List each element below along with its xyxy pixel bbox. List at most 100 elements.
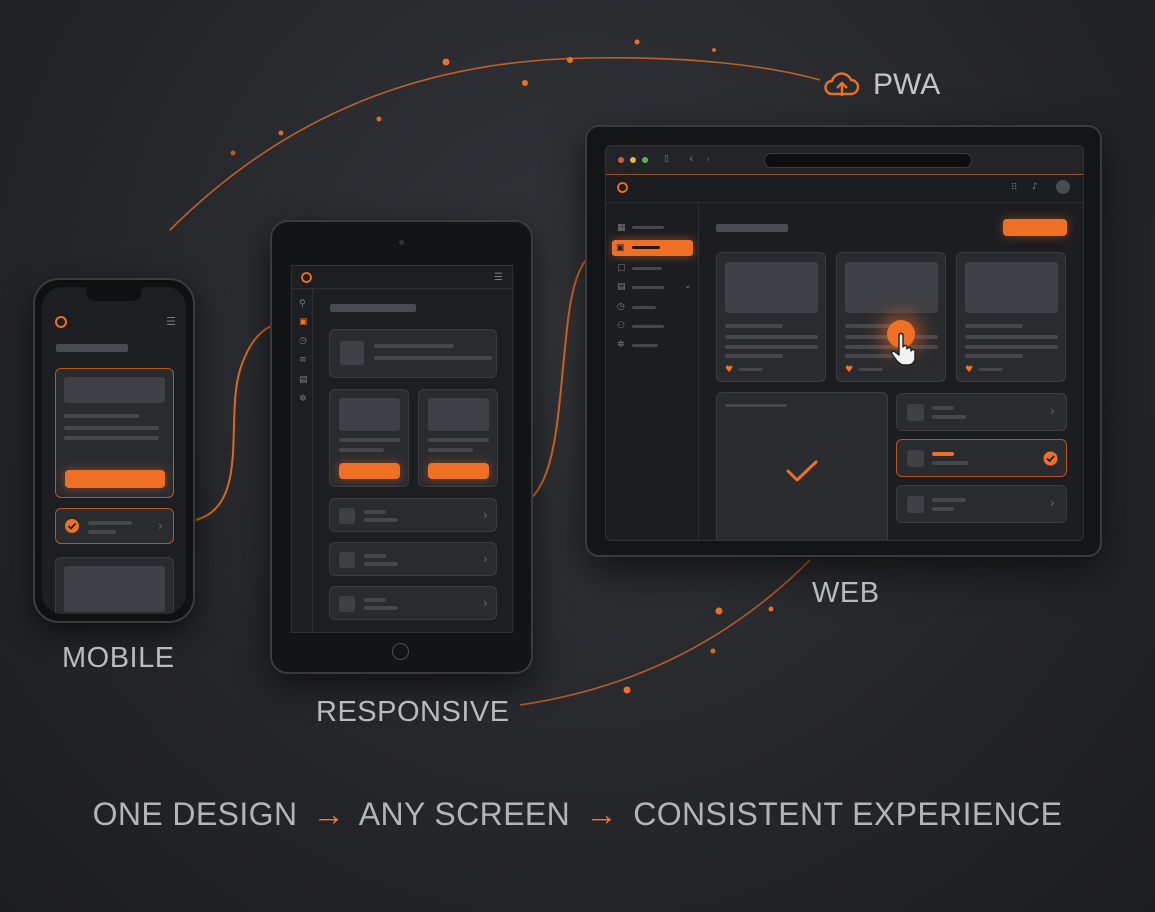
web-label: WEB [812,577,880,609]
phone-notch [86,287,142,301]
glow-dot [442,58,450,66]
dashboard-icon[interactable]: ▦ [617,223,626,233]
tablet-list-item[interactable]: › [329,498,497,532]
web-page-title [716,224,788,232]
checkmark-icon [786,460,818,482]
responsive-label: RESPONSIVE [316,696,510,728]
tagline-part-three: CONSISTENT EXPERIENCE [633,796,1063,832]
ring-logo-icon [617,182,628,193]
bell-icon[interactable]: ♪ [1032,182,1038,192]
mobile-screen: ☰ › [42,287,186,614]
checkmark-icon [1043,451,1058,466]
chevron-right-icon: › [483,552,488,566]
cloud-upload-icon [824,72,860,96]
pwa-arc [169,56,821,231]
heart-icon[interactable]: ♥ [725,365,734,375]
web-card-1: ♥ [716,252,826,382]
hamburger-menu-icon[interactable]: ☰ [166,315,176,328]
tagline-part-two: ANY SCREEN [358,796,571,832]
web-card-2: ♥ [836,252,946,382]
ring-logo-icon [301,272,312,283]
glow-dot [567,57,573,63]
back-arrow-icon[interactable]: ‹ [689,152,694,165]
ring-logo-icon [55,316,67,328]
chevron-right-icon: › [1050,496,1055,510]
web-primary-button[interactable] [1003,219,1067,236]
web-list-item[interactable]: › [896,393,1067,431]
pwa-label: PWA [873,68,941,101]
clock-icon[interactable]: ◷ [299,336,307,346]
tablet-header-card [329,329,497,378]
glow-dot [230,150,236,156]
window-minimize-dot[interactable] [630,157,636,163]
web-screen: ▯ ‹ › ⠿ ♪ ▦ ▣ ▢ ▤ ⌄ ◷ ⚇ [605,145,1084,541]
chevron-down-icon[interactable]: ⌄ [684,281,692,291]
gear-icon[interactable]: ✲ [299,394,307,404]
list-icon[interactable]: ≡ [299,355,307,365]
chevron-right-icon: › [483,596,488,610]
mobile-to-tablet-line [195,321,293,521]
heart-icon[interactable]: ♥ [965,365,974,375]
hand-pointer-icon [891,332,916,366]
forward-arrow-icon[interactable]: › [706,152,711,165]
web-list-item-selected[interactable] [896,439,1067,477]
glow-dot [768,606,774,612]
mobile-feature-card [55,368,174,498]
document-icon[interactable]: ▢ [617,263,626,273]
tablet-card-button-1[interactable] [339,463,400,479]
glow-dot [712,48,716,52]
users-icon[interactable]: ⚇ [617,321,626,331]
tablet-title-bar [330,304,416,312]
web-sidebar [606,203,699,540]
glow-dot [715,607,723,615]
sidebar-item-active[interactable]: ▣ [612,240,693,256]
glow-dot [376,116,382,122]
tablet-list-item[interactable]: › [329,542,497,576]
web-card-3: ♥ [956,252,1066,382]
mobile-primary-button[interactable] [65,470,165,488]
chevron-right-icon: › [158,519,163,533]
window-maximize-dot[interactable] [642,157,648,163]
arrow-right-icon: → [585,796,618,832]
chevron-right-icon: › [483,508,488,522]
web-device: ▯ ‹ › ⠿ ♪ ▦ ▣ ▢ ▤ ⌄ ◷ ⚇ [585,125,1102,557]
glow-dot [278,130,284,136]
avatar[interactable] [1056,180,1070,194]
hamburger-menu-icon[interactable]: ☰ [494,272,503,283]
sidebar-toggle-icon[interactable]: ▯ [664,154,669,164]
apps-grid-icon[interactable]: ⠿ [1011,183,1018,193]
mobile-label: MOBILE [62,642,175,674]
tablet-screen: ☰ ⚲ ▣ ◷ ≡ ▤ ✲ [291,265,513,633]
glow-dot [634,39,640,45]
web-to-responsive-arc [519,559,811,706]
arrow-right-icon: → [312,796,346,832]
tablet-card-button-2[interactable] [428,463,489,479]
tablet-sidebar [292,289,313,632]
mobile-device: ☰ › [33,278,195,623]
chevron-right-icon: › [1050,404,1055,418]
tablet-device: ☰ ⚲ ▣ ◷ ≡ ▤ ✲ [270,220,533,674]
tablet-product-card-1 [329,389,409,487]
image-icon[interactable]: ▤ [299,375,308,385]
calendar-icon[interactable]: ▣ [299,317,308,327]
search-icon[interactable]: ⚲ [299,299,306,309]
alarm-icon[interactable]: ◷ [617,302,625,312]
gear-icon[interactable]: ✲ [617,340,625,350]
tablet-list-item[interactable]: › [329,586,497,620]
image-icon[interactable]: ▤ [617,282,626,292]
checkmark-icon [65,519,79,533]
glow-dot [710,648,716,654]
web-list-item[interactable]: › [896,485,1067,523]
tablet-camera [399,240,404,245]
tagline: ONE DESIGN → ANY SCREEN → CONSISTENT EXP… [0,796,1155,833]
address-bar[interactable] [764,153,972,168]
glow-dot [522,80,528,86]
window-close-dot[interactable] [618,157,624,163]
tablet-home-button[interactable] [392,643,409,660]
mobile-list-item-selected[interactable]: › [55,508,174,544]
heart-icon[interactable]: ♥ [845,365,854,375]
tagline-part-one: ONE DESIGN [92,796,298,832]
mobile-list-card [55,557,174,614]
